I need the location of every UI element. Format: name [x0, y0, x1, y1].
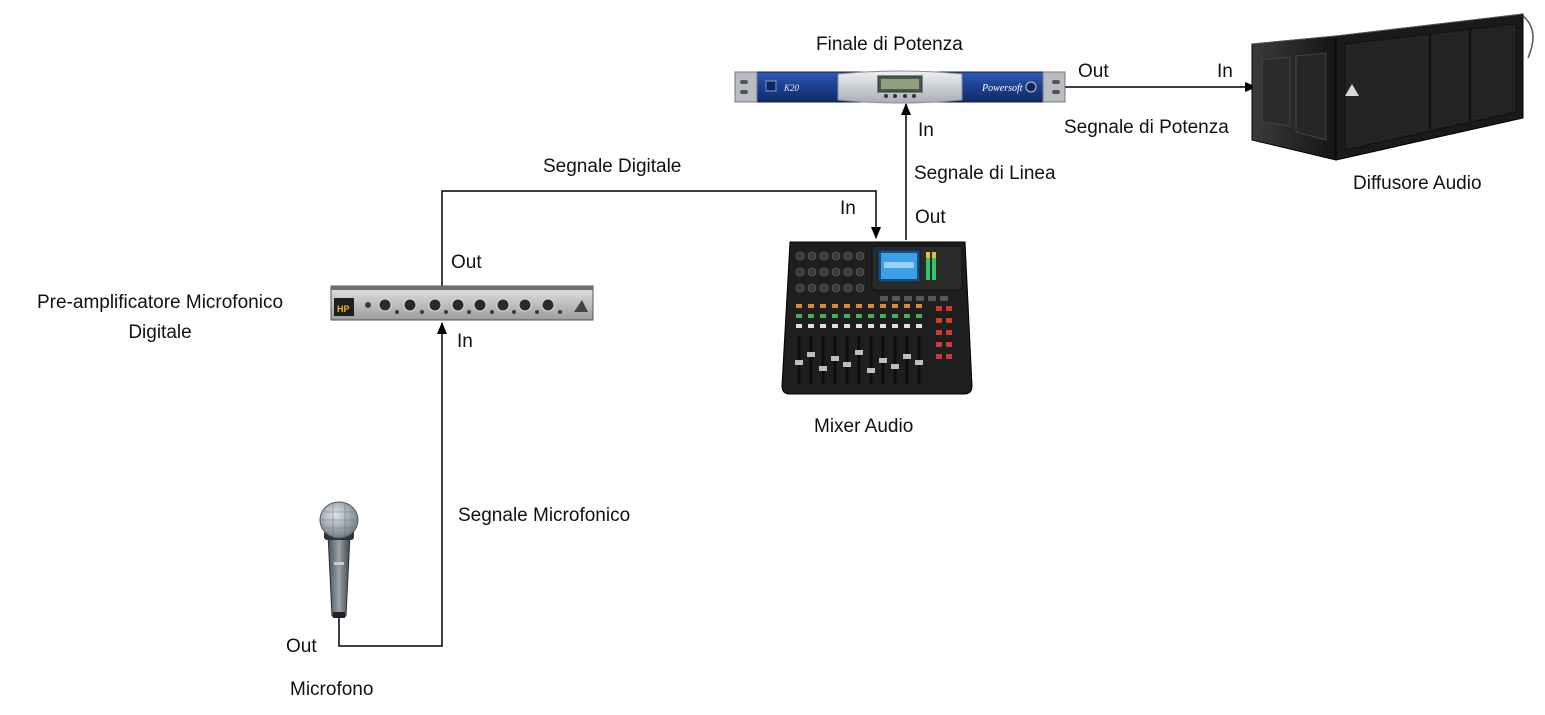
amp-in-label: In	[918, 120, 934, 141]
speaker-in-label: In	[1217, 61, 1233, 82]
mixer-title: Mixer Audio	[814, 416, 914, 437]
digital-signal-label: Segnale Digitale	[543, 156, 682, 177]
preamp-title-line2: Digitale	[128, 322, 192, 343]
mic-signal-label: Segnale Microfonico	[458, 505, 631, 526]
preamp-unit: HP	[330, 285, 594, 321]
line-signal-label: Segnale di Linea	[914, 163, 1056, 184]
amp-out-label: Out	[1078, 61, 1109, 82]
preamp-title: Pre-amplificatore Microfonico Digitale	[10, 291, 310, 344]
digital-signal-line	[441, 190, 881, 287]
microphone-title: Microfono	[290, 679, 374, 700]
power-amplifier: K20 Powersoft	[734, 70, 1066, 104]
preamp-badge-text: HP	[337, 304, 350, 314]
power-signal-label: Segnale di Potenza	[1064, 117, 1229, 138]
mic-signal-line	[338, 322, 447, 647]
microphone-device	[319, 501, 359, 618]
speaker-cabinet	[1251, 13, 1534, 161]
mixer-in-label: In	[840, 198, 856, 219]
mic-out-label: Out	[286, 636, 317, 657]
mixer-out-label: Out	[915, 207, 946, 228]
preamp-title-line1: Pre-amplificatore Microfonico	[36, 292, 284, 313]
amplifier-title: Finale di Potenza	[816, 34, 963, 55]
preamp-out-label: Out	[451, 252, 482, 273]
amp-brand-text: Powersoft	[981, 83, 1023, 94]
amp-model-text: K20	[783, 83, 800, 93]
speaker-title: Diffusore Audio	[1353, 173, 1482, 194]
audio-mixer	[781, 241, 973, 395]
preamp-in-label: In	[457, 331, 473, 352]
